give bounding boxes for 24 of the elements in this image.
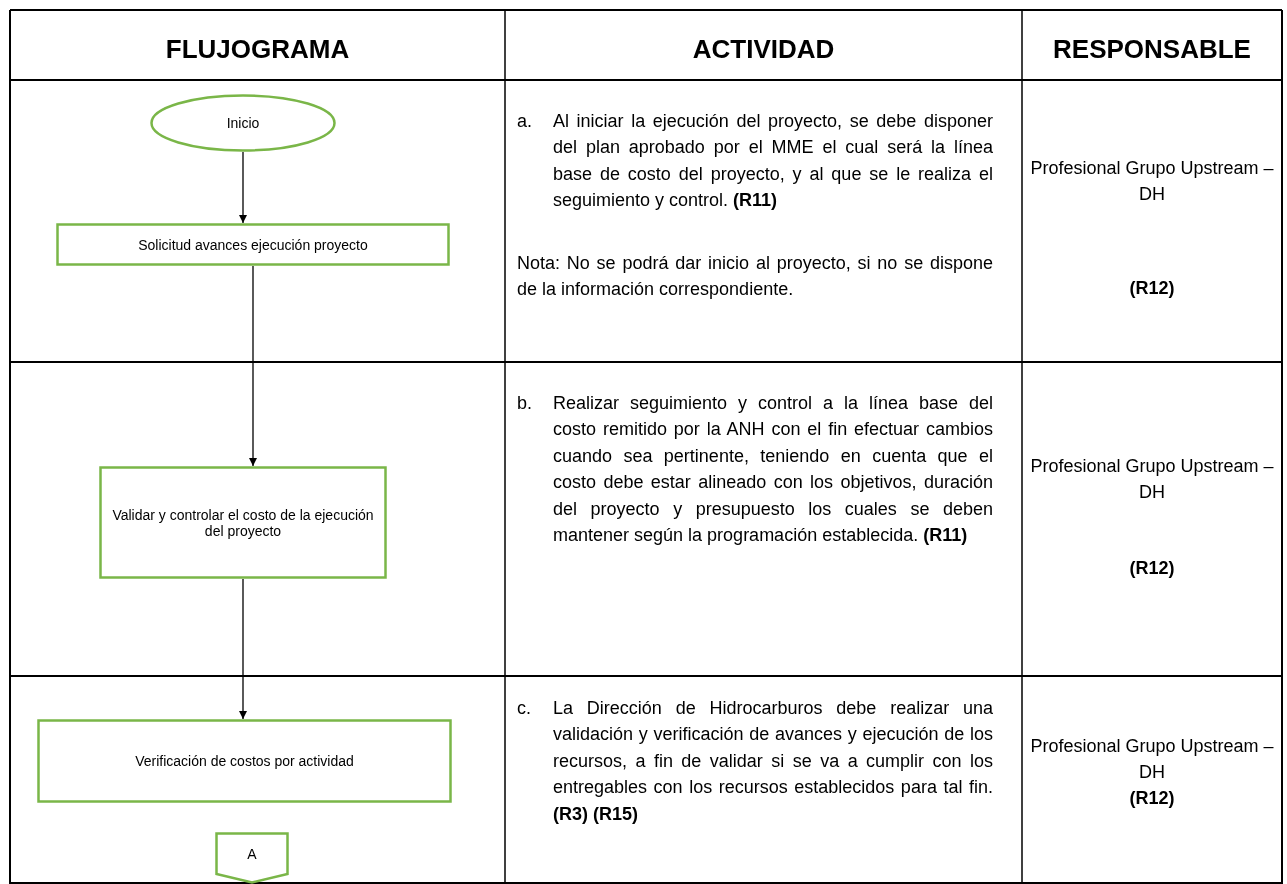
list-marker: b.	[517, 392, 533, 415]
arrow	[249, 265, 257, 467]
reference-code: (R12)	[1128, 557, 1176, 580]
responsible-text: Profesional Grupo Upstream – DH	[1029, 455, 1275, 505]
process-box: Solicitud avances ejecución proyecto	[56, 223, 450, 266]
off-page-connector: A	[215, 832, 289, 884]
reference-code: (R12)	[1128, 277, 1176, 300]
activity-text: Realizar seguimiento y control a la línea base del costo remitido por la ANH con el fin efectuar cambios cuando sea pertinente, teniendo en cuenta que el costo debe estar alineado con los objetivos, duración del proyecto y presupuesto los cuales se deben mantener según la programación establecida. (R11)	[553, 392, 993, 548]
list-marker: c.	[517, 697, 532, 720]
responsible-text: Profesional Grupo Upstream – DH	[1029, 157, 1275, 207]
column-header: ACTIVIDAD	[691, 33, 836, 66]
note-text: Nota: No se podrá dar inicio al proyecto, si no se dispone de la información correspondiente.	[517, 252, 993, 302]
arrow	[239, 151, 247, 224]
process-box: Verificación de costos por actividad	[37, 719, 452, 803]
responsible-text: Profesional Grupo Upstream – DH	[1029, 735, 1275, 785]
terminal-oval: Inicio	[150, 94, 336, 152]
process-box: Validar y controlar el costo de la ejecución del proyecto	[99, 466, 387, 579]
column-header: FLUJOGRAMA	[164, 33, 351, 66]
arrow	[239, 578, 247, 720]
activity-text: La Dirección de Hidrocarburos debe realizar una validación y verificación de avances y ejecución de los recursos, a fin de validar si se va a cumplir con los entregables con los recursos establecidos para tal fin. (R3) (R15)	[553, 697, 993, 826]
list-marker: a.	[517, 110, 533, 133]
column-header: RESPONSABLE	[1052, 33, 1252, 66]
activity-text: Al iniciar la ejecución del proyecto, se debe disponer del plan aprobado por el MME el cual será la línea base de costo del proyecto, y al que se le realiza el seguimiento y control. (R11)	[553, 110, 993, 213]
reference-code: (R12)	[1128, 787, 1176, 810]
